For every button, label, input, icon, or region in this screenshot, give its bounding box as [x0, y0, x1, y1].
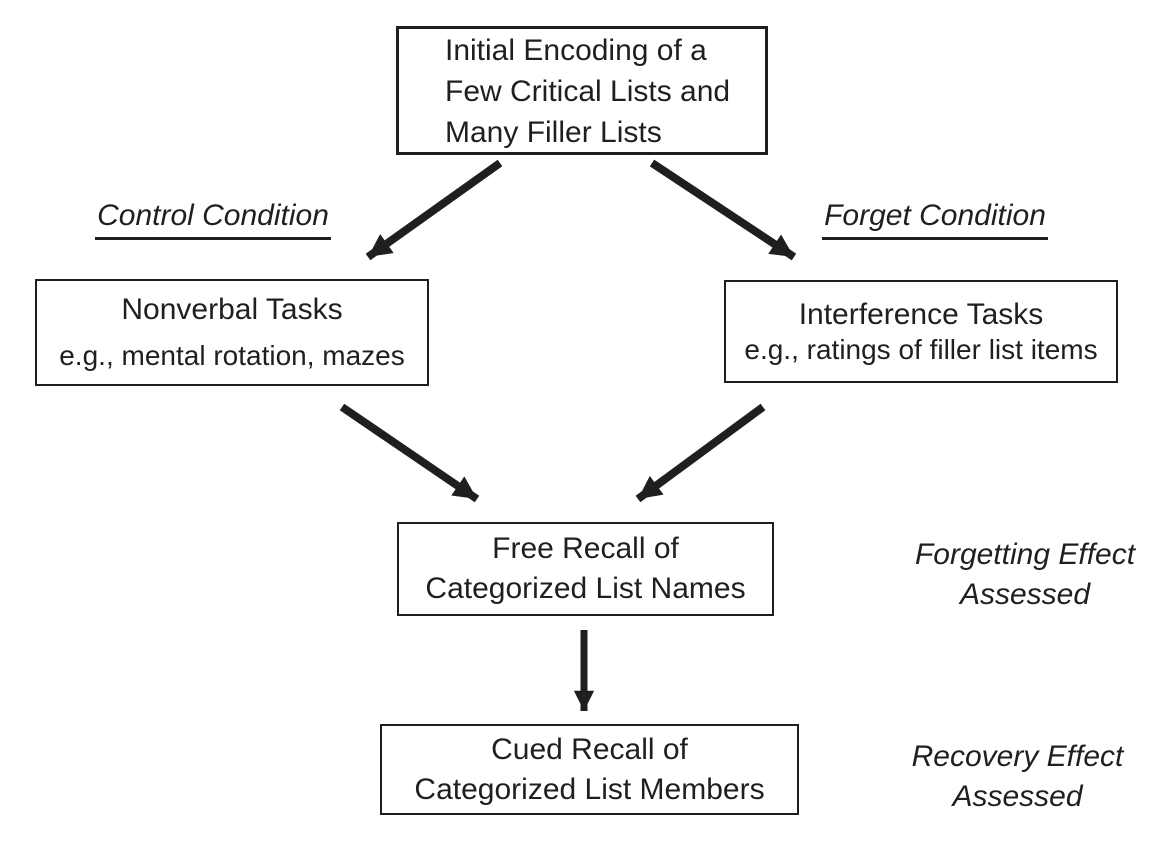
nonverbal-tasks-box: Nonverbal Tasks e.g., mental rotation, m…	[35, 279, 429, 386]
control-condition-text: Control Condition	[95, 200, 331, 240]
box-line: Categorized List Members	[414, 772, 765, 806]
box-line: Free Recall of	[492, 532, 679, 565]
box-line: Initial Encoding of a	[445, 34, 707, 67]
recovery-effect-label: Recovery Effect Assessed	[880, 737, 1153, 817]
control-condition-label: Control Condition	[85, 199, 341, 240]
box-line: Cued Recall of	[491, 732, 688, 766]
interference-tasks-box: Interference Tasks e.g., ratings of fill…	[724, 280, 1118, 383]
arrow-encoding-to-nonverbal	[365, 159, 503, 261]
forget-condition-label: Forget Condition	[807, 199, 1063, 240]
free-recall-box: Free Recall of Categorized List Names	[397, 522, 774, 616]
box-line: Few Critical Lists and	[445, 75, 731, 108]
effect-line: Recovery Effect	[911, 740, 1124, 773]
box-example: e.g., mental rotation, mazes	[59, 339, 405, 371]
effect-line: Assessed	[952, 780, 1083, 813]
box-example: e.g., ratings of filler list items	[744, 333, 1098, 365]
arrow-encoding-to-interference	[649, 159, 797, 261]
box-line: Categorized List Names	[425, 572, 746, 605]
arrow-nonverbal-to-free-recall	[339, 403, 480, 503]
forgetting-effect-label: Forgetting Effect Assessed	[885, 535, 1153, 615]
box-title: Interference Tasks	[798, 297, 1044, 331]
effect-line: Assessed	[959, 578, 1091, 611]
forget-condition-text: Forget Condition	[822, 200, 1048, 240]
box-title: Nonverbal Tasks	[121, 293, 343, 327]
arrow-interference-to-free-recall	[635, 403, 766, 503]
box-line: Many Filler Lists	[445, 116, 662, 149]
cued-recall-box: Cued Recall of Categorized List Members	[380, 724, 799, 815]
effect-line: Forgetting Effect	[914, 538, 1136, 571]
initial-encoding-box: Initial Encoding of a Few Critical Lists…	[396, 26, 768, 155]
